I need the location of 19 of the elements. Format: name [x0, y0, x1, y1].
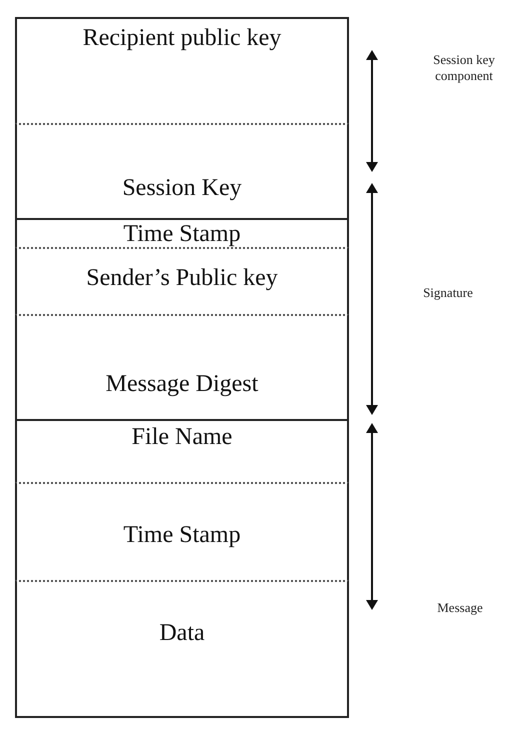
field-name: Session Key	[122, 175, 242, 201]
field-name: Data	[159, 620, 205, 646]
field-band	[15, 218, 349, 247]
field-name: Recipient public key	[82, 25, 282, 51]
field-name: Sender’s Public key	[86, 265, 278, 291]
field-name: Time Stamp	[123, 522, 241, 548]
section-label: Session key component	[432, 52, 496, 84]
field-band	[15, 247, 349, 314]
field-band	[15, 419, 349, 482]
field-band	[15, 314, 349, 419]
section-label: Signature	[422, 285, 474, 301]
field-band	[15, 123, 349, 218]
field-band	[15, 482, 349, 580]
section-label: Message	[436, 600, 484, 616]
field-name: File Name	[132, 424, 232, 450]
field-band	[15, 580, 349, 718]
field-name: Time Stamp	[123, 221, 241, 247]
field-band	[15, 17, 349, 123]
field-name: Message Digest	[106, 371, 258, 397]
